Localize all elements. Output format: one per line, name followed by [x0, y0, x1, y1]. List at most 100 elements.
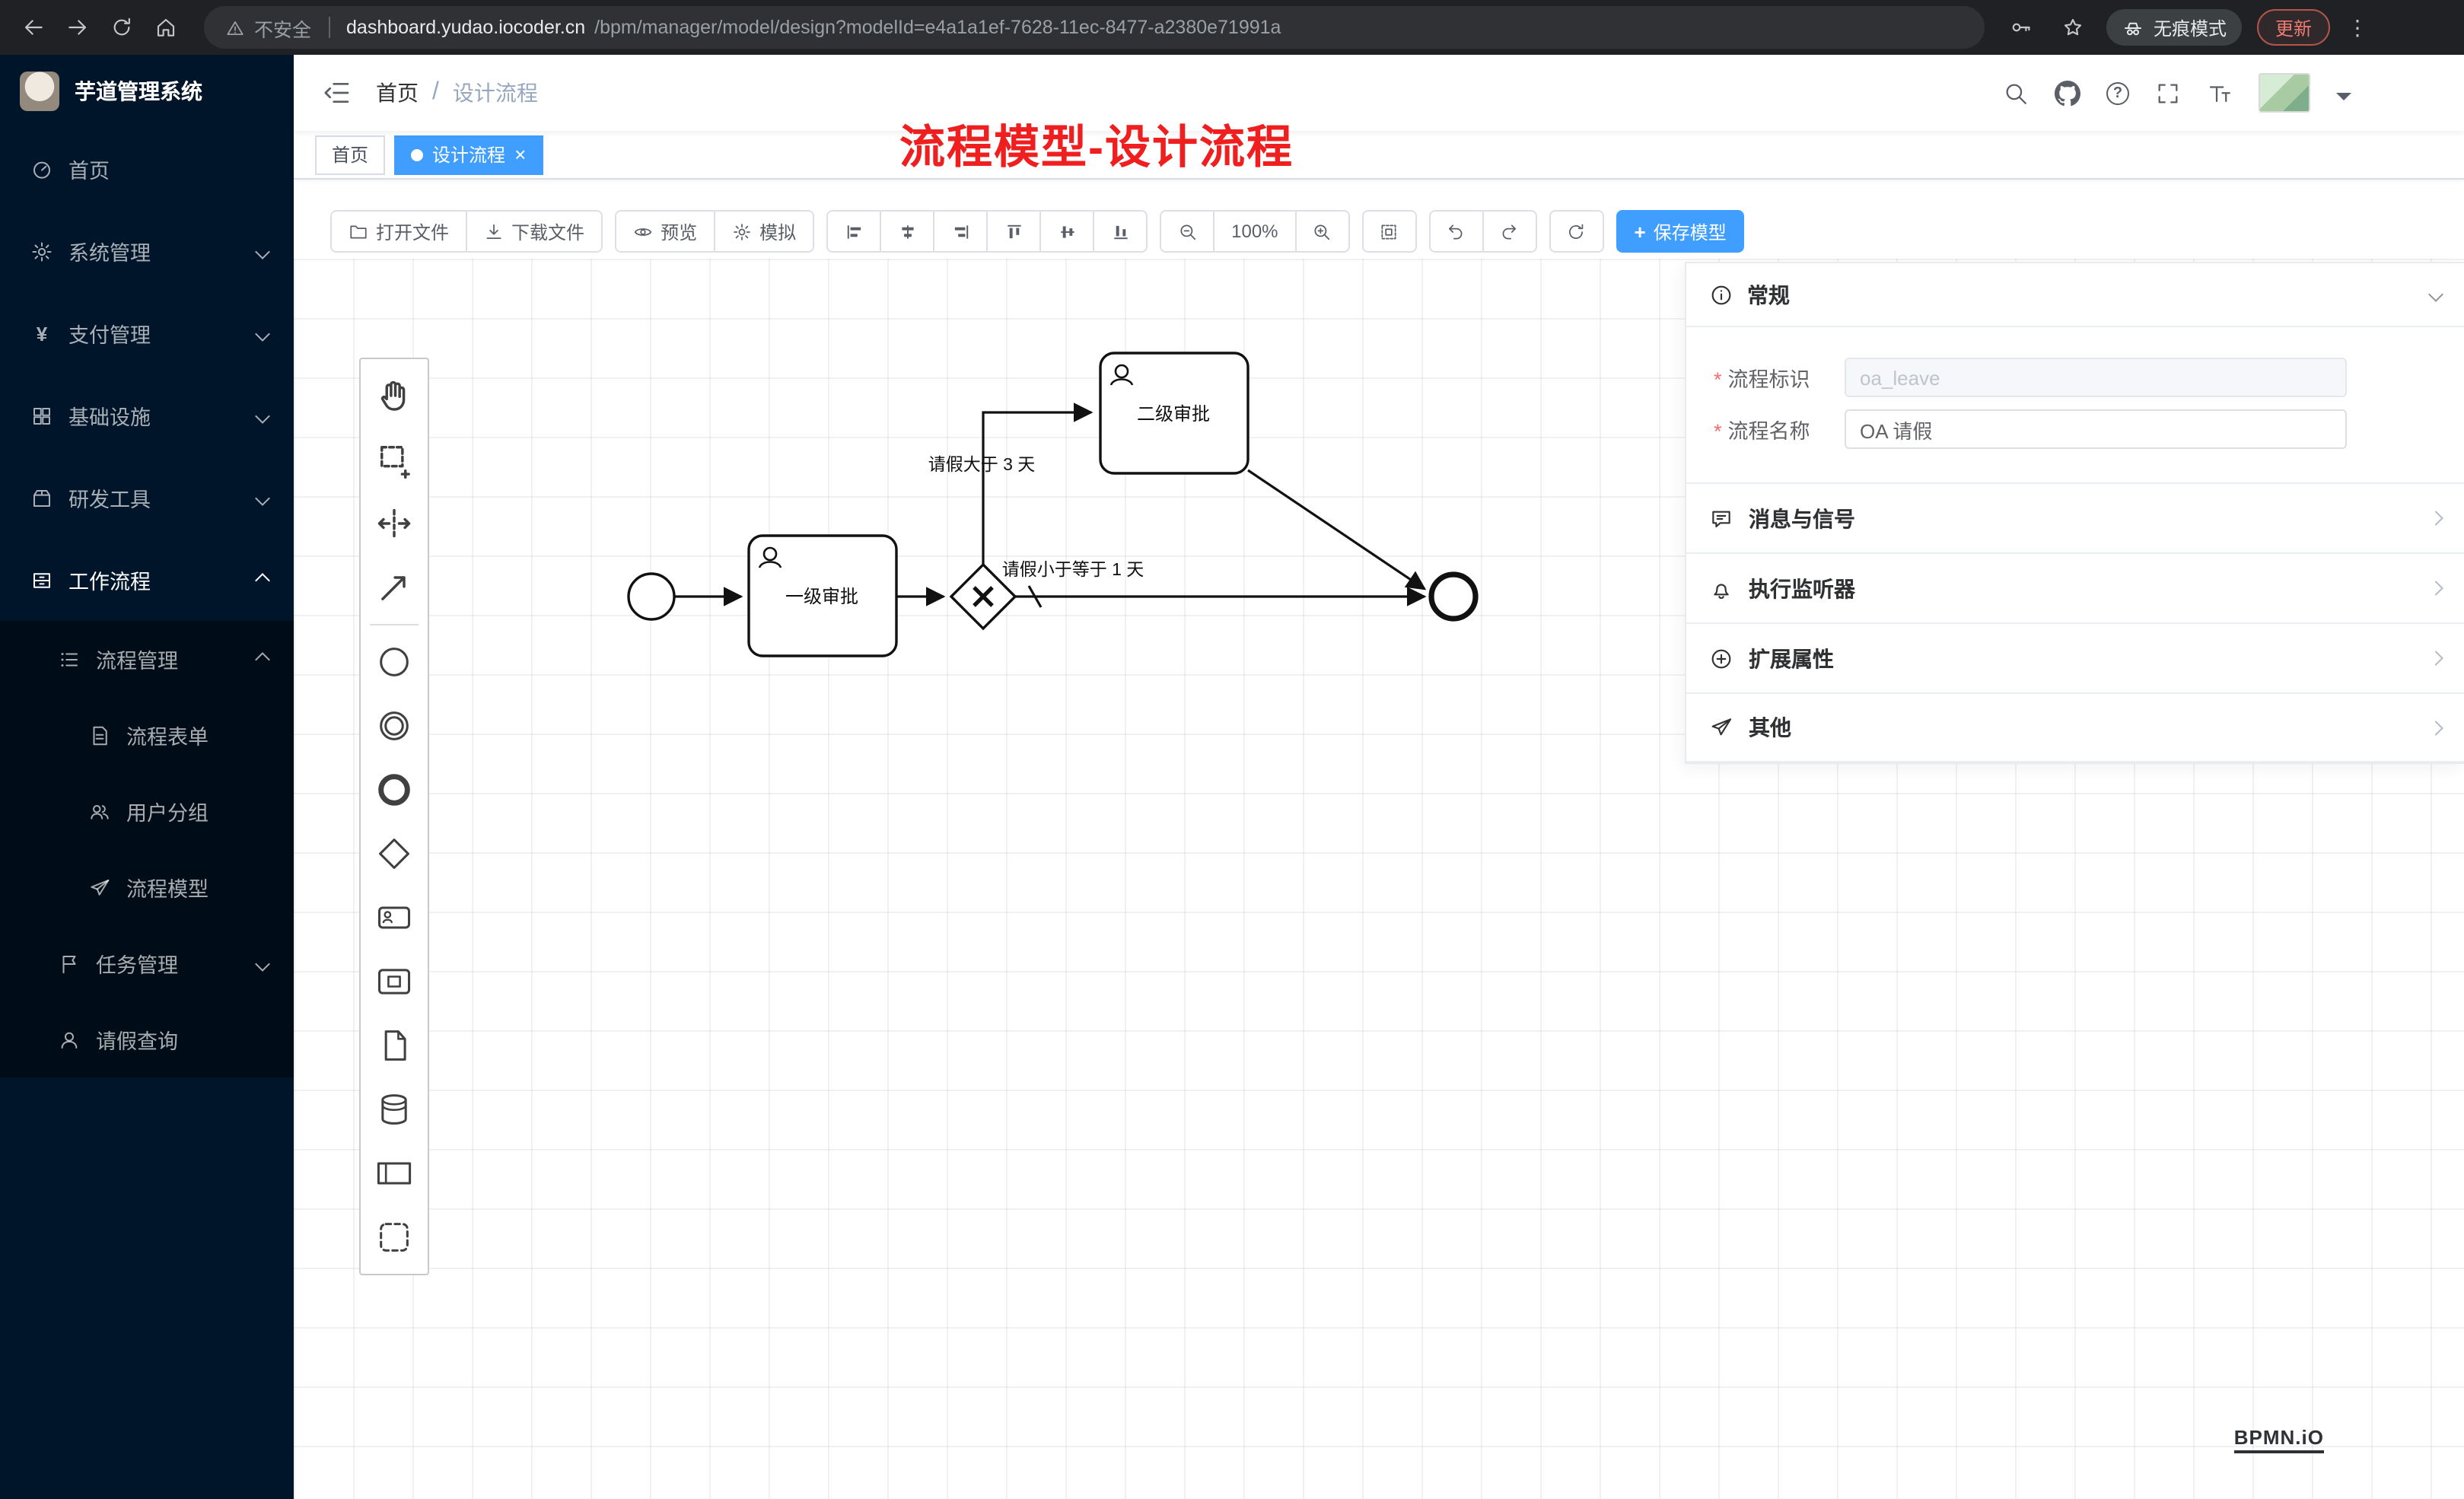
sidebar-item-user-group[interactable]: 用户分组 [0, 773, 294, 849]
tab-home[interactable]: 首页 [315, 135, 386, 174]
chevron-up-icon [255, 572, 270, 587]
start-event[interactable] [627, 572, 676, 621]
home-icon [156, 18, 174, 37]
incognito-spy-icon [2124, 21, 2141, 35]
sidebar-item-system[interactable]: 系统管理 [0, 210, 294, 292]
user-task-level1[interactable] [747, 534, 898, 657]
undo-button[interactable] [1428, 210, 1484, 253]
redo-button[interactable] [1482, 210, 1537, 253]
create-group[interactable] [362, 1205, 426, 1269]
flow-task2-to-end[interactable] [1247, 469, 1427, 590]
create-task[interactable] [362, 886, 426, 950]
group-icon [380, 1223, 409, 1252]
create-participant[interactable] [362, 1141, 426, 1205]
user-task-level2[interactable] [1099, 352, 1250, 475]
avatar[interactable] [2259, 73, 2310, 113]
password-key-button[interactable] [2003, 9, 2039, 46]
breadcrumb-home[interactable]: 首页 [376, 81, 419, 105]
align-top-button[interactable] [986, 210, 1042, 253]
zoom-in-button[interactable] [1294, 210, 1350, 253]
avatar-dropdown-caret[interactable] [2336, 92, 2351, 107]
process-name-input[interactable] [1845, 409, 2347, 449]
section-other[interactable]: 其他 [1686, 692, 2464, 762]
browser-actions: 无痕模式 更新 [2003, 9, 2449, 46]
browser-forward-button[interactable] [56, 7, 97, 48]
sidebar-item-workflow[interactable]: 工作流程 [0, 539, 294, 621]
browser-back-button[interactable] [12, 7, 53, 48]
sidebar-item-home[interactable]: 首页 [0, 128, 294, 210]
create-gateway[interactable] [362, 822, 426, 886]
palette-separator [370, 624, 419, 625]
browser-home-button[interactable] [145, 7, 186, 48]
chevron-down-icon [255, 326, 270, 341]
sidebar-item-process-form[interactable]: 流程表单 [0, 697, 294, 773]
create-start-event[interactable] [362, 630, 426, 694]
align-right-button[interactable] [933, 210, 988, 253]
global-connect-tool[interactable] [362, 555, 426, 619]
exclusive-gateway[interactable] [949, 562, 1017, 631]
align-left-button[interactable] [826, 210, 882, 253]
fullscreen-button[interactable] [2155, 80, 2181, 106]
end-event[interactable] [1428, 571, 1479, 622]
process-key-input[interactable] [1845, 358, 2347, 397]
bpmn-io-logo[interactable]: BPMN.iO [2233, 1426, 2324, 1453]
font-size-button[interactable] [2207, 80, 2233, 106]
tab-close-icon[interactable] [514, 145, 526, 164]
url-divider [328, 17, 330, 38]
create-data-store[interactable] [362, 1077, 426, 1141]
create-data-object[interactable] [362, 1014, 426, 1077]
sidebar-collapse-button[interactable] [321, 78, 352, 108]
fit-viewport-button[interactable] [1361, 210, 1417, 253]
align-middle-button[interactable] [1039, 210, 1095, 253]
general-section-header[interactable]: 常规 [1686, 263, 2464, 327]
flow-gateway-to-task2[interactable] [982, 403, 1094, 565]
create-intermediate-event[interactable] [362, 694, 426, 758]
save-model-button[interactable]: 保存模型 [1616, 210, 1745, 253]
sidebar-item-process-model[interactable]: 流程模型 [0, 849, 294, 925]
address-bar[interactable]: 不安全 dashboard.yudao.iocoder.cn/bpm/manag… [204, 6, 1985, 49]
chevron-right-icon [2428, 511, 2443, 526]
align-center-button[interactable] [880, 210, 935, 253]
sidebar-item-payment[interactable]: 支付管理 [0, 292, 294, 374]
create-end-event[interactable] [362, 758, 426, 822]
participant-pool-icon [377, 1162, 412, 1185]
chevron-down-icon [255, 243, 270, 259]
sidebar-item-infrastructure[interactable]: 基础设施 [0, 374, 294, 457]
sidebar-item-devtools[interactable]: 研发工具 [0, 457, 294, 539]
header-search-button[interactable] [2003, 80, 2029, 106]
section-extended-attributes[interactable]: 扩展属性 [1686, 622, 2464, 692]
paper-plane-icon [1711, 718, 1732, 736]
hand-icon [380, 380, 406, 411]
gateway-diamond-icon [379, 839, 409, 869]
condition-label-gt3: 请假大于 3 天 [928, 454, 1036, 474]
browser-reload-button[interactable] [100, 7, 142, 48]
tab-design-process[interactable]: 设计流程 [394, 135, 543, 174]
preview-button[interactable]: 预览 [615, 210, 716, 253]
intermediate-event-icon [380, 711, 409, 740]
browser-menu-button[interactable] [2345, 14, 2370, 40]
open-file-button[interactable]: 打开文件 [330, 210, 468, 253]
header-github-button[interactable] [2055, 80, 2080, 106]
sidebar-item-task-management[interactable]: 任务管理 [0, 925, 294, 1001]
sidebar-item-process-management[interactable]: 流程管理 [0, 621, 294, 697]
zoom-level-button[interactable]: 100% [1213, 210, 1297, 253]
create-subprocess[interactable] [362, 950, 426, 1014]
restart-button[interactable] [1549, 210, 1604, 253]
plus-circle-icon [1711, 648, 1731, 668]
section-execution-listener[interactable]: 执行监听器 [1686, 552, 2464, 622]
help-question-icon[interactable] [2106, 81, 2129, 104]
download-file-button[interactable]: 下载文件 [466, 210, 603, 253]
browser-update-button[interactable]: 更新 [2256, 9, 2330, 46]
hand-tool[interactable] [362, 364, 426, 428]
key-icon [2012, 23, 2030, 32]
align-bottom-button[interactable] [1093, 210, 1148, 253]
simulate-button[interactable]: 模拟 [714, 210, 815, 253]
bookmark-star-button[interactable] [2055, 9, 2091, 46]
lasso-tool[interactable] [362, 428, 426, 492]
app-logo-row[interactable]: 芋道管理系统 [0, 55, 294, 128]
sidebar-item-leave-query[interactable]: 请假查询 [0, 1001, 294, 1077]
space-tool[interactable] [362, 492, 426, 555]
section-message-signal[interactable]: 消息与信号 [1686, 482, 2464, 552]
bpmn-canvas[interactable]: 一级审批 二级审批 请假大于 3 [294, 259, 2464, 1499]
zoom-out-button[interactable] [1160, 210, 1215, 253]
